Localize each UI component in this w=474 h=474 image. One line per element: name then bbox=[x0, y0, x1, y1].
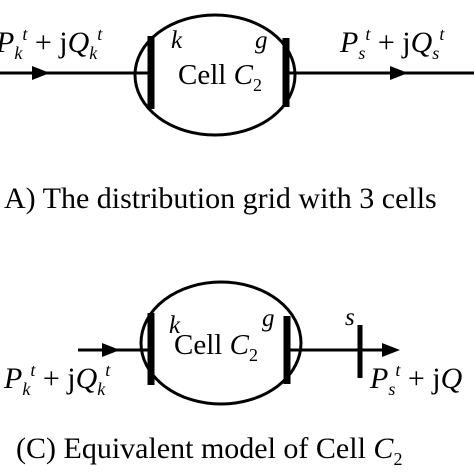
top-cell-label: Cell C2 bbox=[178, 59, 262, 95]
top-cell-ellipse bbox=[133, 13, 297, 137]
bottom-node-g: g bbox=[262, 305, 275, 332]
top-diagram: k g Cell C2 Pkt + jQkt Pst + jQst A) The… bbox=[0, 13, 474, 215]
bottom-diagram: k g s Cell C2 Pkt + jQkt Pst + jQ (C) Eq… bbox=[3, 280, 463, 469]
top-node-g: g bbox=[255, 27, 268, 54]
top-left-flow-label: Pkt + jQkt bbox=[0, 24, 103, 63]
bottom-node-k: k bbox=[169, 312, 181, 339]
bottom-arrow-right bbox=[382, 343, 400, 357]
bottom-node-s: s bbox=[345, 304, 355, 331]
bottom-cell-label: Cell C2 bbox=[174, 329, 258, 365]
bottom-arrow-left bbox=[102, 343, 120, 357]
top-arrow-right bbox=[390, 66, 408, 80]
bottom-left-flow-label: Pkt + jQkt bbox=[3, 360, 111, 399]
top-arrow-left bbox=[32, 66, 50, 80]
bottom-caption: (C) Equivalent model of Cell C2 bbox=[16, 432, 402, 469]
bottom-cell-ellipse bbox=[139, 280, 303, 406]
top-caption: A) The distribution grid with 3 cells bbox=[4, 182, 437, 215]
top-node-k: k bbox=[171, 27, 183, 54]
top-right-flow-label: Pst + jQst bbox=[339, 24, 445, 63]
bottom-right-flow-label: Pst + jQ bbox=[369, 360, 463, 399]
